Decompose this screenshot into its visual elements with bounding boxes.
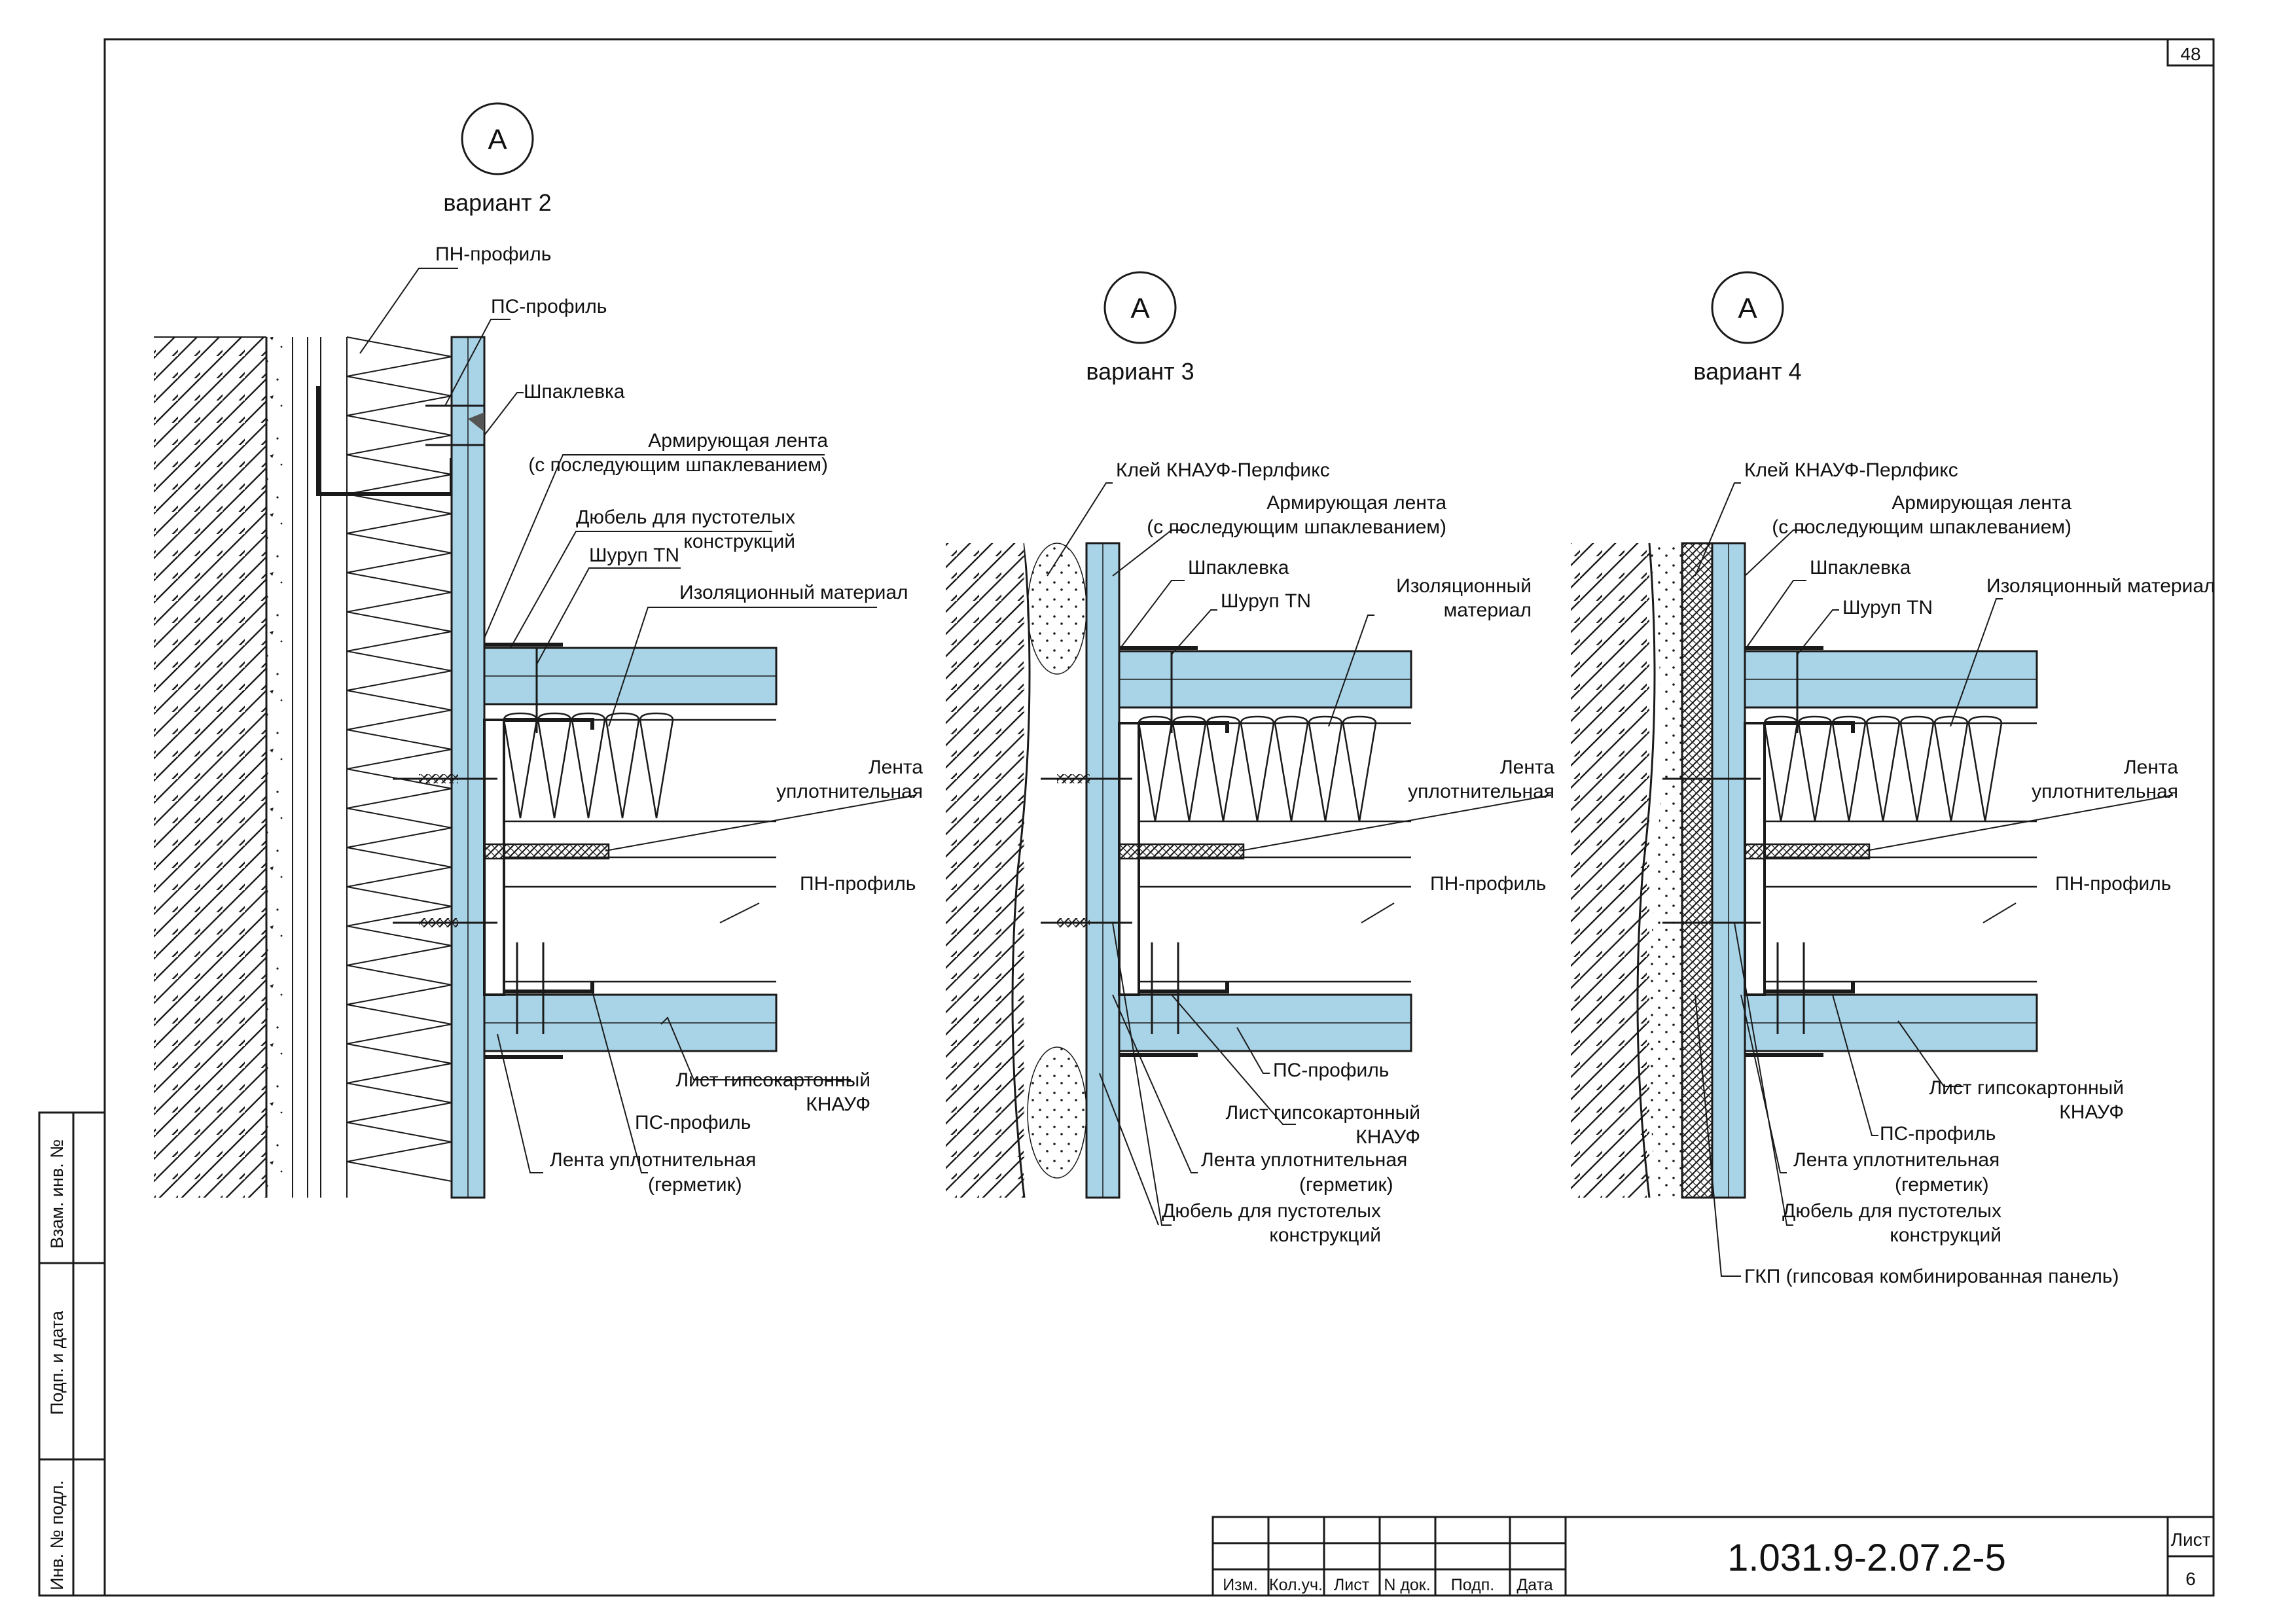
label-seal-bottom-1: Лента уплотнительная <box>550 1149 756 1171</box>
label-insulation-2: материал <box>1444 599 1532 621</box>
label-dowel-1: Дюбель для пустотелых <box>1162 1200 1381 1222</box>
label-tape-2: (с последующим шпаклеванием) <box>528 454 828 476</box>
partition-insulation <box>1138 715 1377 822</box>
label-tape-2: (с последующим шпаклеванием) <box>1772 516 2072 538</box>
side-stamp-replaced: Взам. инв. № <box>47 1139 67 1249</box>
title-header-quantity: Кол.уч. <box>1269 1576 1323 1594</box>
label-dowel-1: Дюбель для пустотелых <box>576 507 795 528</box>
title-header-date: Дата <box>1516 1576 1552 1594</box>
label-insulation: Изоляционный материал <box>1986 575 2215 597</box>
label-seal-bottom-2: (герметик) <box>648 1174 742 1196</box>
plaster-layer <box>266 337 293 1198</box>
label-glue: Клей КНАУФ-Перлфикс <box>1744 459 1958 481</box>
label-ps-profile-top: ПС-профиль <box>491 296 607 317</box>
label-seal-bottom-1: Лента уплотнительная <box>1793 1149 2000 1171</box>
title-header-change: Изм. <box>1223 1576 1258 1594</box>
label-tape-1: Армирующая лента <box>1892 492 2072 514</box>
label-insulation-1: Изоляционный <box>1396 575 1532 597</box>
variant-4-detail: А вариант 4 <box>1571 271 2215 1287</box>
title-header-sheet: Лист <box>1334 1576 1370 1594</box>
label-ps-profile: ПС-профиль <box>1273 1060 1389 1081</box>
side-stamp <box>38 1111 106 1597</box>
title-block <box>1211 1516 2215 1597</box>
sheet-frame <box>103 38 2215 1597</box>
variant-caption: вариант 4 <box>1693 358 1801 385</box>
variant-3-leaders <box>1047 482 1552 1226</box>
label-screw-tn: Шуруп TN <box>589 544 679 566</box>
gkp-panel-insulation <box>1681 542 1713 1199</box>
label-tape-1: Армирующая лента <box>1266 492 1446 514</box>
label-board-2: КНАУФ <box>1355 1126 1420 1148</box>
label-putty: Шпаклевка <box>524 381 625 402</box>
label-pn-profile-top: ПН-профиль <box>435 243 551 265</box>
label-pn-profile: ПН-профиль <box>2055 873 2171 895</box>
label-ps-profile-bottom: ПС-профиль <box>635 1112 751 1133</box>
label-putty: Шпаклевка <box>1188 557 1289 579</box>
label-pn-profile: ПН-профиль <box>1430 873 1546 895</box>
side-stamp-inventory: Инв. № подл. <box>47 1480 67 1590</box>
label-seal-bottom-2: (герметик) <box>1895 1174 1989 1196</box>
sheet-label: Лист <box>2171 1529 2211 1550</box>
side-stamp-signature: Подп. и дата <box>47 1310 67 1415</box>
title-header-doc: N док. <box>1384 1576 1430 1594</box>
label-tape-2: (с последующим шпаклеванием) <box>1147 516 1446 538</box>
glue-dabs <box>1024 543 1086 1198</box>
label-dowel-2: конструкций <box>1269 1224 1381 1246</box>
label-screw-tn: Шуруп TN <box>1221 590 1311 612</box>
variant-3-detail: А вариант 3 <box>946 271 1554 1246</box>
partition-insulation <box>503 712 674 819</box>
label-board-1: Лист гипсокартонный <box>675 1069 870 1091</box>
label-seal-tape-2: уплотнительная <box>776 781 923 802</box>
drawing-code: 1.031.9-2.07.2-5 <box>1727 1537 2006 1579</box>
section-marker-circle <box>1103 271 1177 344</box>
label-pn-profile-mid: ПН-профиль <box>800 873 916 895</box>
label-seal-tape-2: уплотнительная <box>1408 781 1554 802</box>
section-marker-letter: А <box>1130 293 1150 325</box>
variant-2-leaders <box>359 268 917 1173</box>
label-board-1: Лист гипсокартонный <box>1225 1102 1420 1124</box>
label-gkp-panel: ГКП (гипсовая комбинированная панель) <box>1744 1266 2119 1287</box>
label-seal-tape-1: Лента <box>1500 757 1554 778</box>
label-screw-tn: Шуруп TN <box>1842 597 1933 618</box>
label-putty: Шпаклевка <box>1810 557 1911 579</box>
section-marker-letter: А <box>1738 293 1757 325</box>
concrete-wall <box>946 543 1024 1198</box>
label-ps-profile: ПС-профиль <box>1880 1123 1996 1145</box>
title-header-signature: Подп. <box>1451 1576 1494 1594</box>
label-tape-1: Армирующая лента <box>648 430 828 452</box>
section-marker-circle <box>1711 271 1784 344</box>
concrete-wall <box>1571 543 1649 1198</box>
variant-2-detail: А вариант 2 <box>154 102 923 1199</box>
label-board-1: Лист гипсокартонный <box>1929 1077 2124 1099</box>
label-board-2: КНАУФ <box>806 1094 870 1115</box>
label-seal-tape-2: уплотнительная <box>2032 781 2178 802</box>
page-number: 48 <box>2180 44 2200 64</box>
wall-insulation <box>346 336 452 1182</box>
section-marker-letter: А <box>488 124 507 156</box>
concrete-wall <box>154 337 266 1198</box>
label-dowel-1: Дюбель для пустотелых <box>1782 1200 2001 1222</box>
label-dowel-2: конструкций <box>683 531 795 552</box>
partition-insulation <box>1763 715 2003 822</box>
label-glue: Клей КНАУФ-Перлфикс <box>1116 459 1330 481</box>
label-board-2: КНАУФ <box>2059 1101 2124 1123</box>
label-seal-tape-1: Лента <box>869 757 923 778</box>
label-seal-bottom-1: Лента уплотнительная <box>1201 1149 1407 1171</box>
sheet-value: 6 <box>2185 1569 2196 1589</box>
label-seal-tape-1: Лента <box>2124 757 2178 778</box>
section-marker-circle <box>461 102 534 175</box>
variant-4-leaders <box>1695 482 2174 1277</box>
label-insulation: Изоляционный материал <box>679 582 908 603</box>
variant-caption: вариант 2 <box>443 189 551 216</box>
label-dowel-2: конструкций <box>1890 1224 2001 1246</box>
variant-caption: вариант 3 <box>1086 358 1194 385</box>
label-seal-bottom-2: (герметик) <box>1299 1174 1393 1196</box>
